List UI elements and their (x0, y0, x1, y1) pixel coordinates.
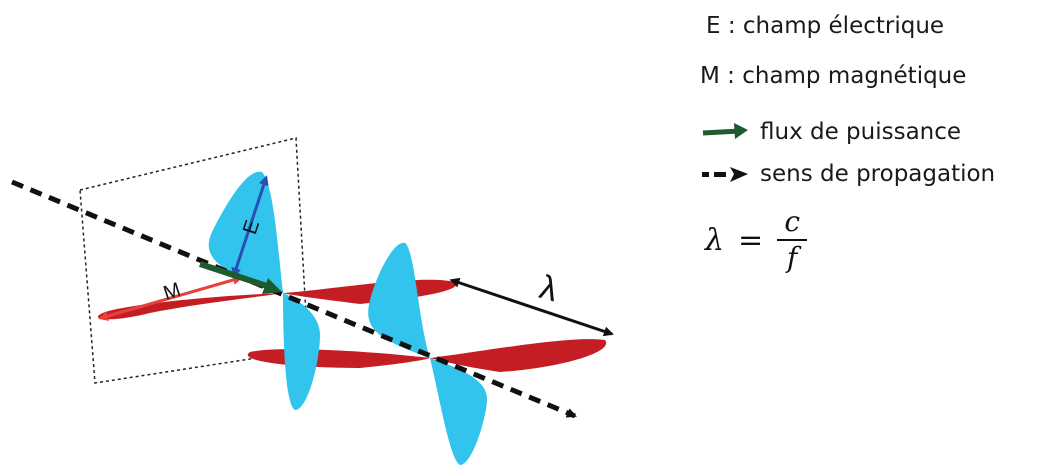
electric-arrow (231, 175, 269, 278)
electric-lobe-3 (368, 242, 430, 358)
legend-power-text: flux de puissance (760, 119, 962, 145)
formula-fraction: c f (777, 205, 808, 275)
propagation-axis (11, 179, 577, 419)
formula-lambda: λ (705, 222, 725, 258)
legend-propagation: sens de propagation (700, 154, 995, 194)
magnetic-lobe-4 (430, 339, 607, 372)
dashed-arrow-icon (700, 159, 760, 189)
legend-power: flux de puissance (700, 112, 961, 152)
electric-arrow-label: E (239, 218, 264, 237)
magnetic-arrow (98, 275, 243, 321)
formula-equals: = (738, 222, 764, 258)
power-flux-arrowhead (262, 278, 282, 294)
wavelength-label: λ (536, 268, 562, 309)
legend: E : champ électrique M : champ magnétiqu… (700, 0, 1050, 476)
legend-magnetic-text: M : champ magnétique (700, 63, 967, 89)
legend-electric-text: E : champ électrique (706, 13, 945, 39)
electric-lobe-4 (430, 358, 488, 465)
legend-propagation-text: sens de propagation (760, 161, 996, 187)
green-arrow-icon (700, 117, 760, 147)
electric-lobe-2 (283, 293, 320, 410)
formula-denominator: f (786, 241, 798, 274)
power-flux-arrow (199, 261, 271, 290)
magnetic-lobe-3 (247, 349, 430, 368)
formula-numerator: c (784, 205, 800, 238)
legend-electric: E : champ électrique (706, 6, 944, 46)
wavelength-formula: λ = c f (705, 200, 808, 280)
fraction-bar (777, 239, 808, 241)
legend-magnetic: M : champ magnétique (700, 56, 966, 96)
magnetic-arrow-label: M (161, 279, 184, 305)
magnetic-lobe-2 (283, 279, 457, 304)
wavelength-arrow (449, 277, 614, 337)
magnetic-lobe-1 (97, 293, 283, 320)
